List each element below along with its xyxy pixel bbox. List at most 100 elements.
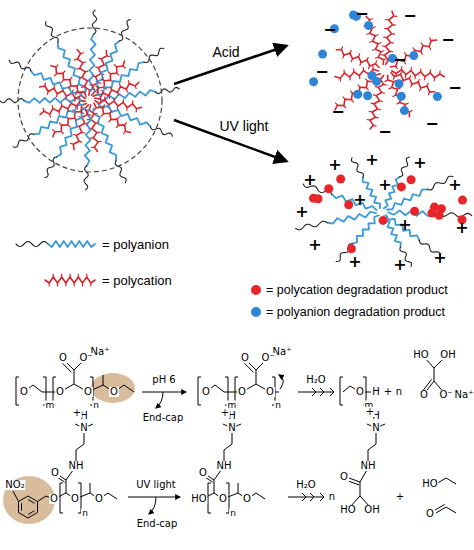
peg-tail xyxy=(115,161,126,183)
chem-structure xyxy=(288,493,324,501)
chem-label: HO xyxy=(339,505,356,515)
charge-sign: − xyxy=(425,116,438,132)
chem-label: + xyxy=(72,408,82,418)
chem-structure xyxy=(75,424,93,466)
chem-structure xyxy=(22,500,35,515)
chem-label: O xyxy=(425,509,435,519)
chem-label: n xyxy=(92,401,100,410)
chem-label: + xyxy=(365,407,375,417)
polycation-chain xyxy=(392,70,445,78)
chem-label: n xyxy=(274,401,282,410)
chem-structure xyxy=(202,483,265,499)
chem-label: O xyxy=(70,494,80,504)
charge-sign: + xyxy=(348,254,361,270)
charge-sign: + xyxy=(448,177,461,193)
chem-label: O xyxy=(58,353,68,363)
chem-structure xyxy=(19,496,38,518)
chem-structure xyxy=(208,483,229,513)
chem-label: N xyxy=(371,423,380,433)
chem-label: Na⁺ xyxy=(454,390,474,400)
micelle-illustration xyxy=(0,10,472,266)
chem-structure xyxy=(436,478,456,484)
polycation-chain xyxy=(40,101,85,115)
polycation-chain xyxy=(100,81,136,102)
chem-structure xyxy=(63,361,83,384)
chem-structure xyxy=(202,424,265,513)
charge-sign: + xyxy=(365,152,378,168)
chem-structure xyxy=(245,361,265,384)
legend-swatch xyxy=(251,285,261,295)
chem-structure xyxy=(156,392,163,408)
chem-structure xyxy=(128,497,180,498)
peg-tail xyxy=(439,213,471,217)
charge-sign: − xyxy=(393,52,406,68)
polycation-chain xyxy=(385,80,412,112)
chem-structure xyxy=(422,356,446,394)
charge-sign: + xyxy=(303,172,316,188)
charge-sign: + xyxy=(455,220,468,236)
charge-sign: + xyxy=(308,237,321,253)
polyanion-chain xyxy=(24,98,81,103)
legend-text: = polyanion degradation product xyxy=(266,306,445,319)
chem-label: O xyxy=(94,494,104,504)
reaction-arrow xyxy=(174,46,286,84)
chem-label: O xyxy=(201,387,211,397)
peg-tail xyxy=(13,134,33,147)
chem-label: N xyxy=(79,423,88,433)
polyanion-fragment xyxy=(400,106,409,115)
polycation-fragment xyxy=(324,184,333,193)
polycation-chain xyxy=(388,75,410,117)
chem-structure xyxy=(348,468,370,507)
chem-structure xyxy=(435,504,456,513)
reaction-arrow xyxy=(174,46,286,161)
chem-label: + xyxy=(395,492,405,502)
chem-label: O xyxy=(198,468,208,478)
reaction-arrow xyxy=(174,120,286,161)
chem-label: pH 6 xyxy=(151,375,176,385)
polyanion-fragment xyxy=(397,92,406,101)
reaction-condition: Acid xyxy=(212,45,239,59)
chem-structure xyxy=(54,483,117,499)
chem-label: O xyxy=(109,387,119,397)
polyanion-fragment xyxy=(353,90,362,99)
polycation-fragment xyxy=(336,175,345,184)
polyanion-chain xyxy=(89,34,96,91)
polycation-fragment xyxy=(397,182,406,191)
polyanion-chain xyxy=(97,62,144,95)
polycation-chain xyxy=(341,47,376,69)
chem-label: O xyxy=(19,387,29,397)
chem-label: n xyxy=(328,492,336,502)
charge-sign: + xyxy=(393,257,406,273)
chem-label: n xyxy=(229,509,237,518)
chem-structure xyxy=(103,375,104,385)
chem-structure xyxy=(13,356,456,518)
charge-sign: − xyxy=(331,104,344,120)
charge-sign: + xyxy=(353,192,366,208)
peg-tail xyxy=(156,87,180,93)
charge-sign: − xyxy=(323,22,336,38)
chem-structure xyxy=(13,491,19,502)
polycation-chain xyxy=(364,19,386,60)
chem-label: O xyxy=(83,387,93,397)
charge-sign: − xyxy=(441,32,454,48)
chem-label: O xyxy=(242,494,252,504)
chem-label: + xyxy=(383,387,393,397)
chem-structure xyxy=(149,497,156,514)
charge-sign: − xyxy=(448,80,461,96)
legend-sample-tail xyxy=(16,242,48,247)
chem-label: O xyxy=(355,387,365,397)
polyanion-chain xyxy=(98,104,150,127)
polyanion-fragment xyxy=(395,79,404,88)
polycation-fragment xyxy=(458,196,467,205)
charge-sign: + xyxy=(398,217,411,233)
polyanion-fragment xyxy=(433,92,442,101)
chem-label: O xyxy=(419,390,429,400)
polycation-fragment xyxy=(379,216,388,225)
charge-sign: + xyxy=(295,204,308,220)
chem-structure xyxy=(60,483,81,513)
polycation-fragment xyxy=(437,204,446,213)
chem-label: End-cap xyxy=(136,519,179,529)
polycation-fragment xyxy=(407,175,416,184)
end-cap-highlight xyxy=(3,373,135,524)
